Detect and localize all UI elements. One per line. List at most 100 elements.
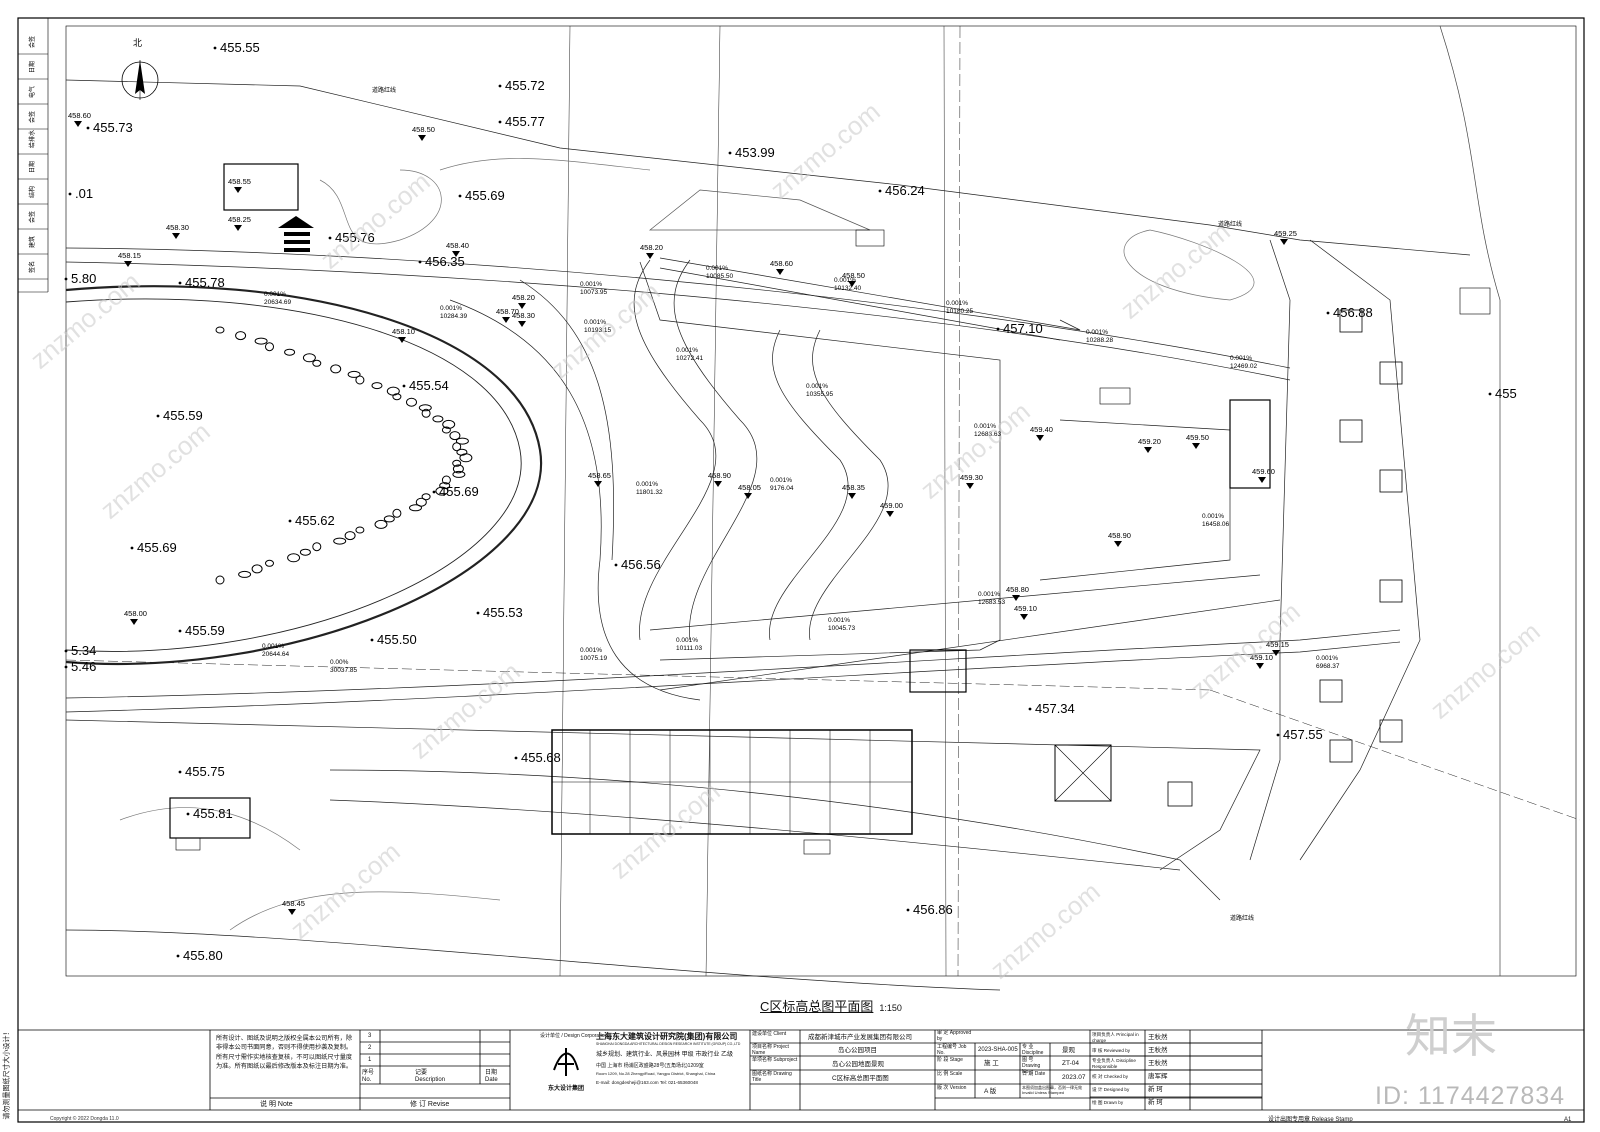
spot-elevation-label: 455.69 [439,484,479,499]
spot-elevation: 455.76 [328,230,375,245]
stepping-stone [452,470,466,478]
slope-length: 10132.40 [834,285,861,292]
sculpture-pad [1054,744,1112,802]
slope-length: 10111.03 [676,645,703,652]
spot-elevation: 455.50 [370,632,417,647]
stepping-stone [355,375,365,385]
spot-elevation-label: 455.68 [521,750,561,765]
stepping-stone [238,570,252,578]
design-elevation-label: 458.50 [412,125,435,134]
slope-length: 10193.15 [584,327,611,334]
slope-label: 0.001%16458.06 [1202,513,1229,528]
design-elevation-label: 458.45 [282,899,305,908]
slope-label: 0.001%10180.25 [946,300,973,315]
slope-length: 16458.06 [1202,521,1229,528]
slope-label: 0.001%20644.64 [262,643,289,658]
design-elevation-label: 458.60 [68,111,91,120]
site-watermark: znzmo.com [985,876,1106,984]
stair-block-4 [169,797,251,839]
slope-label: 0.001%10132.40 [834,277,861,292]
design-elevation: 458.15 [118,251,141,267]
slope-label: 0.001%10075.19 [580,647,607,662]
design-elevation-label: 458.35 [842,483,865,492]
slope-length: 11801.32 [636,489,663,496]
design-elevation-label: 459.10 [1014,604,1037,613]
strip-label: 建筑 [28,236,36,248]
slope-length: 10272.41 [676,355,703,362]
spot-elevation-label: 455.78 [185,275,225,290]
design-elevation: 458.20 [512,293,535,309]
drawing-area [65,25,1577,977]
site-watermark: znzmo.com [765,96,886,204]
slope-label: 0.001%10193.15 [584,319,611,334]
stair-block-3 [909,649,967,693]
slope-length: 10073.95 [580,289,607,296]
spot-elevation-label: 457.10 [1003,321,1043,336]
stepping-stone [347,370,361,378]
spot-elevation: 457.55 [1276,727,1323,742]
spot-elevation-label: 455.69 [465,188,505,203]
spot-elevation: 455.59 [178,623,225,638]
spot-elevation: 455.75 [178,764,225,779]
spot-elevation-label: 455.62 [295,513,335,528]
design-elevation: 458.60 [770,259,793,275]
slope-percent: 0.001% [706,265,728,272]
site-watermark: znzmo.com [405,656,526,764]
design-elevation: 459.15 [1266,640,1289,656]
slope-length: 10075.19 [580,655,607,662]
design-elevation-label: 458.10 [392,327,415,336]
slope-label: 0.001%12683.53 [978,591,1005,606]
design-elevation: 458.40 [446,241,469,257]
stepping-stone [418,404,432,412]
stepping-stone [435,486,449,496]
design-elevation-label: 459.60 [1252,467,1275,476]
design-elevation: 458.35 [842,483,865,499]
slope-percent: 0.001% [676,637,698,644]
spot-elevation-label: 455.73 [93,120,133,135]
stepping-stone [392,508,402,518]
slope-length: 12683.53 [978,599,1005,606]
stepping-stone [312,542,322,552]
stepping-stone [299,548,311,556]
slope-label: 0.001%10073.95 [580,281,607,296]
strip-label: 会签 [28,211,36,223]
spot-elevation-label: 455.72 [505,78,545,93]
design-elevation-label: 458.00 [124,609,147,618]
slope-label: 0.001%9176.04 [770,477,794,492]
ramp-arrow [278,216,314,228]
slope-length: 20644.64 [262,651,289,658]
spot-elevation-label: 455.54 [409,378,449,393]
site-watermark: znzmo.com [1115,216,1236,324]
slope-label: 0.001%12683.63 [974,423,1001,438]
stepping-stone [455,437,469,445]
spot-elevation: 456.35 [418,254,465,269]
design-elevation-label: 458.90 [708,471,731,480]
stepping-stone [265,559,274,567]
slope-percent: 0.001% [264,291,286,298]
stepping-stone [409,504,422,512]
slope-label: 0.001%20634.69 [264,291,291,306]
stepping-stone [235,331,247,341]
spot-elevation: 5.34 [64,643,96,658]
spot-elevation-label: 456.24 [885,183,925,198]
stepping-stone [452,464,464,474]
spot-elevation-label: 456.56 [621,557,661,572]
design-elevation: 458.90 [1108,531,1131,547]
design-elevation-label: 458.55 [228,177,251,186]
design-elevation: 458.80 [1006,585,1029,601]
spot-elevation-label: 455 [1495,386,1517,401]
design-elevation-label: 458.90 [1108,531,1131,540]
slope-label: 0.001%10355.95 [806,383,833,398]
spot-elevation: 5.46 [64,659,96,674]
design-elevation-labels: 458.60458.50458.30458.40458.55458.25458.… [68,111,1297,915]
design-elevation: 459.50 [1186,433,1209,449]
spot-elevation: 455.77 [498,114,545,129]
slope-length: 10284.39 [440,313,467,320]
stair-block-1 [223,163,299,211]
design-elevation: 459.40 [1030,425,1053,441]
site-watermarks: znzmo.comznzmo.comznzmo.comznzmo.comznzm… [25,96,1546,984]
spot-elevation: .01 [68,186,93,201]
slope-label: 0.001%10045.73 [828,617,855,632]
drawing-caption-title: C区标高总图平面图 [760,999,874,1014]
